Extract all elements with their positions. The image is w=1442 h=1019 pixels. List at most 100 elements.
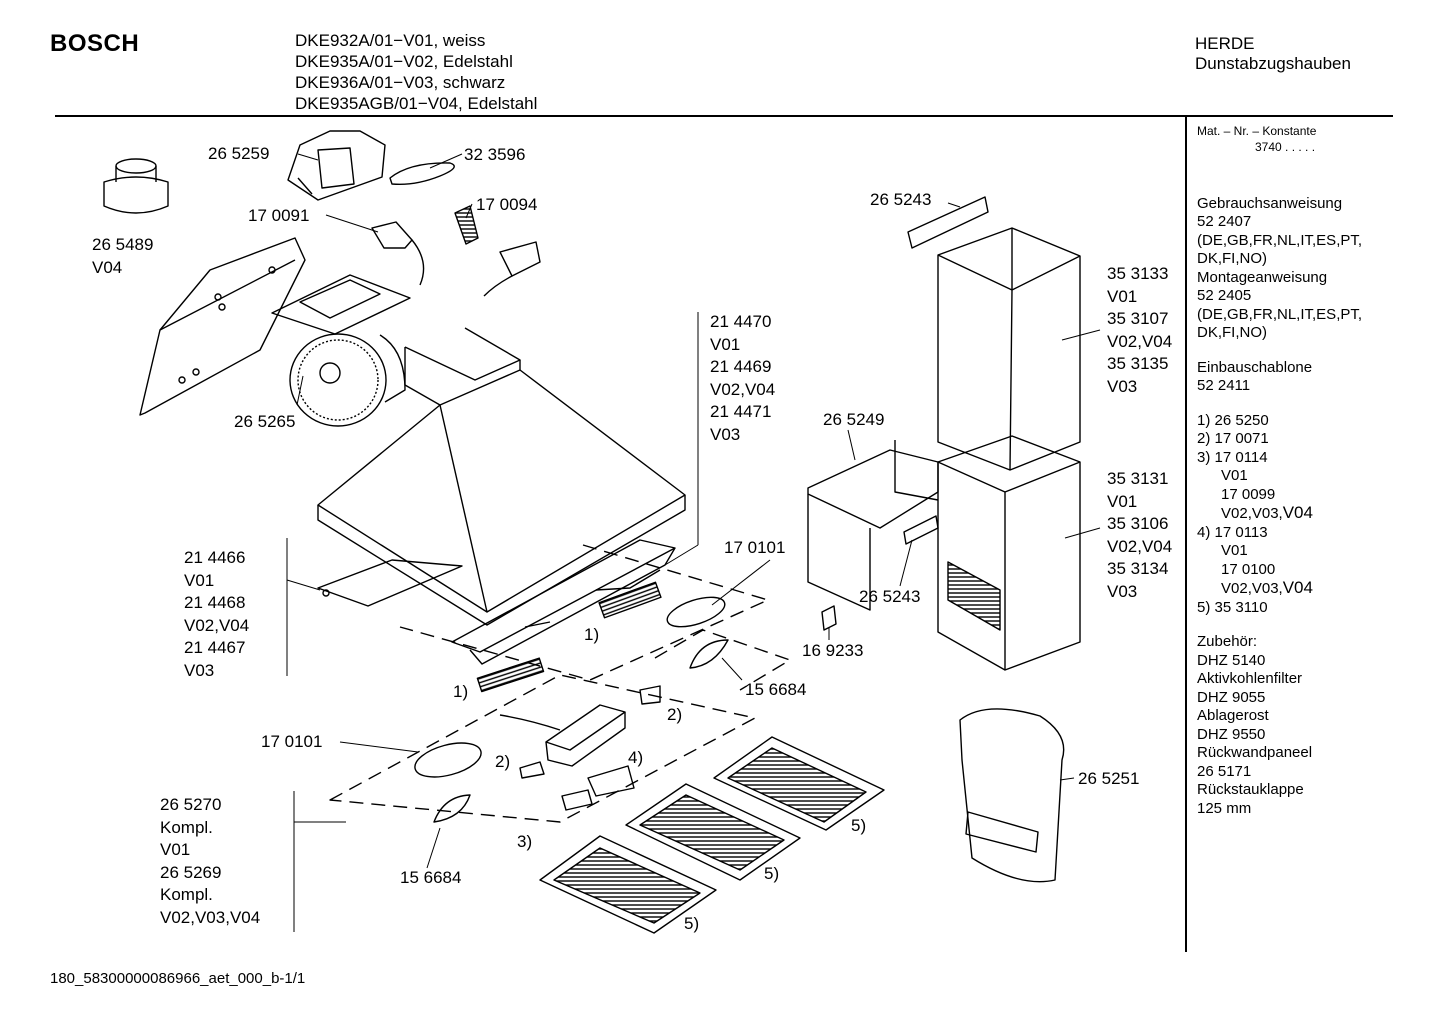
model-line: DKE935A/01−V02, Edelstahl — [295, 52, 513, 71]
note-line: 2) 17 0071 — [1197, 430, 1269, 447]
side-plate — [317, 559, 463, 607]
category-line: Dunstabzugshauben — [1195, 54, 1351, 73]
part-callout: 4) — [628, 748, 644, 767]
group-outline — [654, 629, 791, 691]
accessory-line: Ablagerost — [1197, 707, 1269, 724]
part-callout: 26 5489 V04 — [92, 235, 154, 277]
chimney-lower — [937, 435, 1081, 671]
rear-panel — [139, 237, 306, 416]
support-frame — [807, 440, 939, 611]
blower-fan — [271, 274, 411, 427]
part-callout: 5) — [684, 914, 700, 933]
part-callout: 5) — [764, 864, 780, 883]
part-callout: 17 0101 — [724, 538, 786, 557]
part-callout: 17 0101 — [261, 732, 323, 751]
note-line: 17 0099 — [1221, 485, 1276, 503]
template-line: 52 2411 — [1197, 377, 1251, 394]
doc-line: Gebrauchsanweisung — [1197, 194, 1343, 212]
doc-line: Montageanweisung — [1197, 268, 1328, 286]
part-callout: 26 5249 — [823, 410, 885, 429]
lamp-bulb — [689, 639, 729, 669]
part-callout: 16 9233 — [802, 641, 864, 660]
grease-filter — [598, 581, 662, 619]
document-code: 180_58300000086966_aet_000_b-1/1 — [50, 970, 306, 987]
accessory-line: DHZ 9550 — [1197, 725, 1266, 743]
constant-value: 3740 . . . . . — [1255, 140, 1316, 154]
doc-line: (DE,GB,FR,NL,IT,ES,PT, — [1197, 305, 1363, 323]
doc-line: DK,FI,NO) — [1197, 324, 1267, 341]
accessory-line: DHZ 9055 — [1197, 688, 1266, 706]
part-callout: 35 3131 V01 35 3106 V02,V04 35 3134 V03 — [1107, 469, 1173, 601]
part-callout: 26 5259 — [208, 144, 270, 163]
accessory-line: Zubehör: — [1197, 633, 1258, 650]
part-callout: 17 0091 — [248, 206, 310, 225]
note-line: 5) 35 3110 — [1197, 598, 1268, 616]
part-callout: 3) — [517, 832, 533, 851]
parts-sidebar: Mat. – Nr. – Konstante 3740 . . . . . Ge… — [1197, 124, 1362, 818]
group-outline — [329, 674, 756, 823]
part-callout: 1) — [453, 682, 469, 701]
duct-connector — [103, 158, 169, 214]
leader-lines — [286, 153, 1101, 932]
part-callout: 5) — [851, 816, 867, 835]
doc-line: DK,FI,NO) — [1197, 250, 1267, 267]
note-line: V02,V03,V04 — [1221, 503, 1313, 522]
part-callout: 21 4466 V01 21 4468 V02,V04 21 4467 V03 — [184, 548, 250, 680]
model-line: DKE936A/01−V03, schwarz — [295, 73, 506, 92]
note-line: 17 0100 — [1221, 560, 1276, 578]
part-callout: 2) — [667, 705, 683, 724]
part-callout: 17 0094 — [476, 195, 538, 214]
template-line: Einbauschablone — [1197, 358, 1313, 376]
note-line: V01 — [1221, 467, 1248, 484]
accessory-line: 26 5171 — [1197, 762, 1252, 780]
note-line: 4) 17 0113 — [1197, 523, 1268, 541]
hood-body — [317, 327, 686, 626]
switch-part — [371, 221, 425, 286]
accessory-line: 125 mm — [1197, 799, 1252, 817]
note-line: 1) 26 5250 — [1197, 411, 1269, 429]
part-callout: 32 3596 — [464, 145, 526, 164]
clip-part — [821, 605, 837, 631]
mounting-bracket — [903, 515, 939, 545]
electronics-unit — [499, 685, 661, 811]
lamp-bulb — [433, 794, 471, 823]
motor-housing-part — [287, 130, 386, 201]
brand-logo: BOSCH — [50, 30, 140, 57]
part-callout: 2) — [495, 752, 511, 771]
note-line: V01 — [1221, 542, 1248, 559]
cable-plug — [454, 205, 541, 297]
accessory-line: Aktivkohlenfilter — [1197, 670, 1303, 687]
accessory-line: Rückwandpaneel — [1197, 744, 1313, 761]
filter-frame — [451, 539, 676, 665]
part-callout: 21 4470 V01 21 4469 V02,V04 21 4471 V03 — [710, 312, 776, 444]
part-callout: 26 5265 — [234, 412, 296, 431]
mounting-kit — [959, 708, 1065, 883]
note-line: 3) 17 0114 — [1197, 448, 1268, 466]
category-label: HERDE Dunstabzugshauben — [1195, 34, 1351, 74]
constant-label: Mat. – Nr. – Konstante — [1197, 124, 1317, 138]
cable-tie — [389, 162, 455, 186]
doc-line: 52 2407 — [1197, 213, 1252, 230]
carbon-filters — [539, 736, 885, 934]
model-line: DKE935AGB/01−V04, Edelstahl — [295, 94, 538, 113]
part-callout: 15 6684 — [400, 868, 462, 887]
mounting-bracket — [907, 196, 989, 249]
model-list: DKE932A/01−V01, weiss DKE935A/01−V02, Ed… — [295, 30, 537, 114]
lamp-cover — [414, 742, 482, 778]
part-callout: 1) — [584, 625, 600, 644]
note-line: V02,V03,V04 — [1221, 578, 1313, 597]
part-callout: 35 3133 V01 35 3107 V02,V04 35 3135 V03 — [1107, 264, 1173, 396]
doc-line: (DE,GB,FR,NL,IT,ES,PT, — [1197, 231, 1363, 249]
part-callout: 26 5243 — [859, 587, 921, 606]
part-callout: 26 5243 — [870, 190, 932, 209]
doc-line: 52 2405 — [1197, 287, 1252, 304]
lamp-cover — [666, 596, 726, 628]
part-callout: 26 5270 Kompl. V01 26 5269 Kompl. V02,V0… — [160, 795, 261, 927]
model-line: DKE932A/01−V01, weiss — [295, 31, 486, 50]
category-line: HERDE — [1195, 34, 1255, 53]
group-outline — [399, 544, 769, 681]
accessory-line: Rückstauklappe — [1197, 781, 1304, 798]
accessory-line: DHZ 5140 — [1197, 651, 1266, 669]
part-callout: 26 5251 — [1078, 769, 1140, 788]
